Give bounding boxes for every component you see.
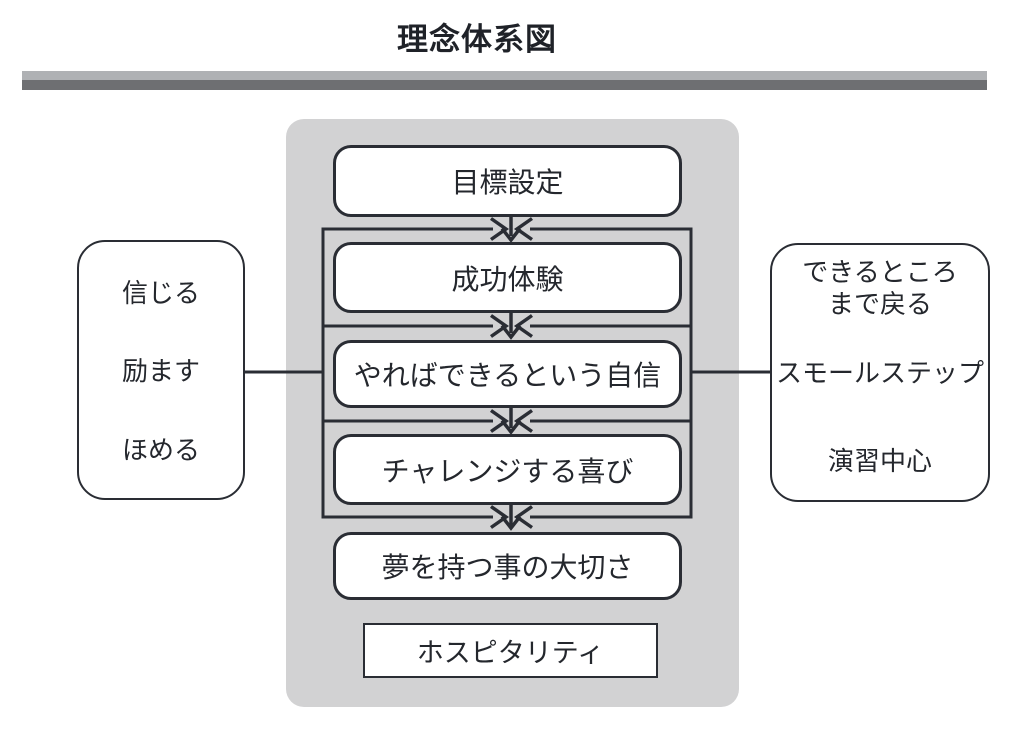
right-method-item: スモールステップ [775, 358, 984, 388]
flow-box-hospitality: ホスピタリティ [363, 623, 658, 678]
flow-box-challenge-label: チャレンジする喜び [381, 455, 634, 487]
page-title: 理念体系図 [397, 22, 557, 57]
flow-box-dream-label: 夢を持つ事の大切さ [381, 552, 634, 583]
flow-box-goal: 目標設定 [333, 145, 682, 217]
right-method-item: できるところ [802, 257, 958, 287]
left-method-item: 信じる [121, 277, 200, 308]
right-method-item: 演習中心 [827, 446, 932, 476]
title-divider-light [22, 71, 987, 80]
title-divider-dark [22, 80, 987, 90]
flow-box-confidence-label: やればできるという自信 [353, 360, 662, 391]
right-method-box: できるところ まで戻る スモールステップ 演習中心 [770, 243, 990, 502]
flow-box-success-label: 成功体験 [451, 263, 564, 295]
flow-box-confidence: やればできるという自信 [333, 340, 682, 408]
flow-box-success: 成功体験 [333, 242, 682, 313]
flow-box-hospitality-label: ホスピタリティ [416, 638, 605, 668]
right-method-item: まで戻る [827, 289, 932, 319]
left-method-box: 信じる 励ます ほめる [77, 240, 245, 500]
flow-box-dream: 夢を持つ事の大切さ [333, 532, 682, 600]
flow-box-challenge: チャレンジする喜び [333, 434, 682, 505]
left-method-item: ほめる [121, 435, 200, 466]
left-method-item: 励ます [121, 356, 200, 387]
flow-box-goal-label: 目標設定 [451, 167, 564, 198]
